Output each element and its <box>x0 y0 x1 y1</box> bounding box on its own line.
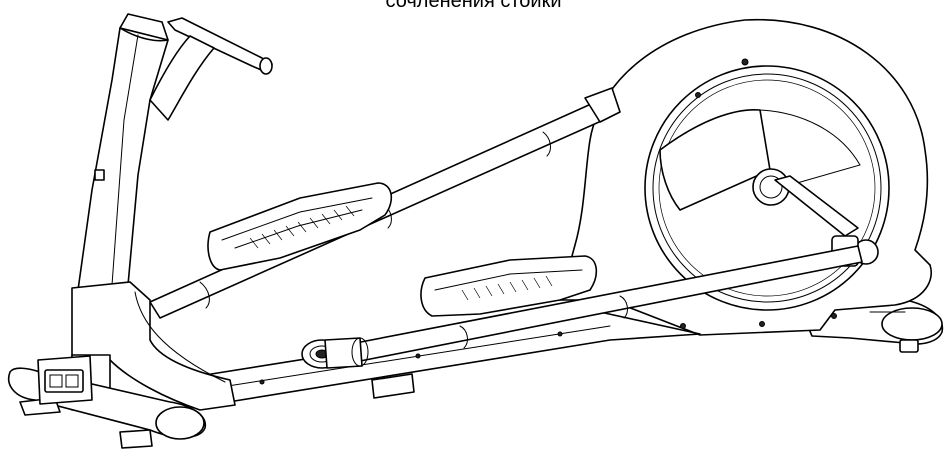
console-mast <box>77 13 169 291</box>
console-box <box>37 355 93 405</box>
rear-pedal <box>207 182 393 271</box>
caption-text: сочленения стойки <box>385 0 562 12</box>
rear-pedal-grip <box>249 205 355 249</box>
front-pedal-grip <box>461 275 553 301</box>
rear-stabilizer <box>805 299 944 353</box>
flywheel-housing <box>559 18 932 336</box>
pedal-roller <box>301 337 369 369</box>
front-pedal <box>420 255 598 317</box>
handle-bar <box>149 17 273 121</box>
